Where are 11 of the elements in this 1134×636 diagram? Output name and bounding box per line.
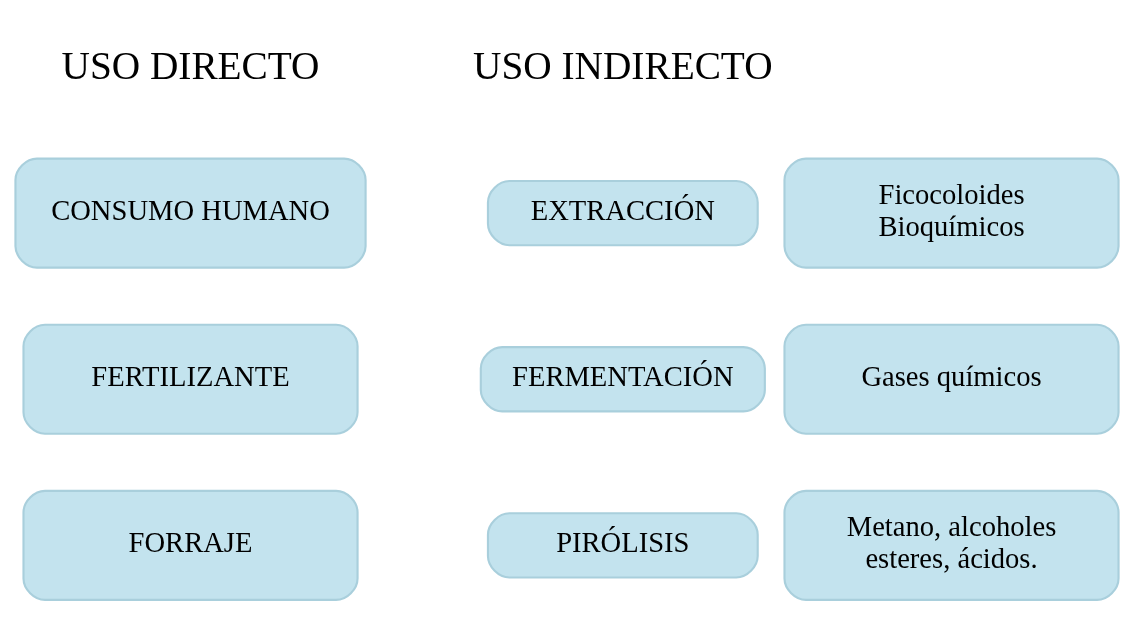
node-box: PIRÓLISIS <box>486 511 759 579</box>
node-box: Metano, alcoholes esteres, ácidos. <box>783 489 1120 601</box>
label: USO DIRECTO <box>61 43 320 88</box>
label: USO INDIRECTO <box>473 43 773 88</box>
node-box: EXTRACCIÓN <box>486 179 759 246</box>
node-box: Ficocoloides Bioquímicos <box>783 157 1120 269</box>
node-box: CONSUMO HUMANO <box>14 157 367 269</box>
node-box: Gases químicos <box>783 323 1120 435</box>
node-box: FERMENTACIÓN <box>479 345 766 412</box>
node-box: FORRAJE <box>22 489 359 601</box>
node-box: FERTILIZANTE <box>22 323 359 435</box>
